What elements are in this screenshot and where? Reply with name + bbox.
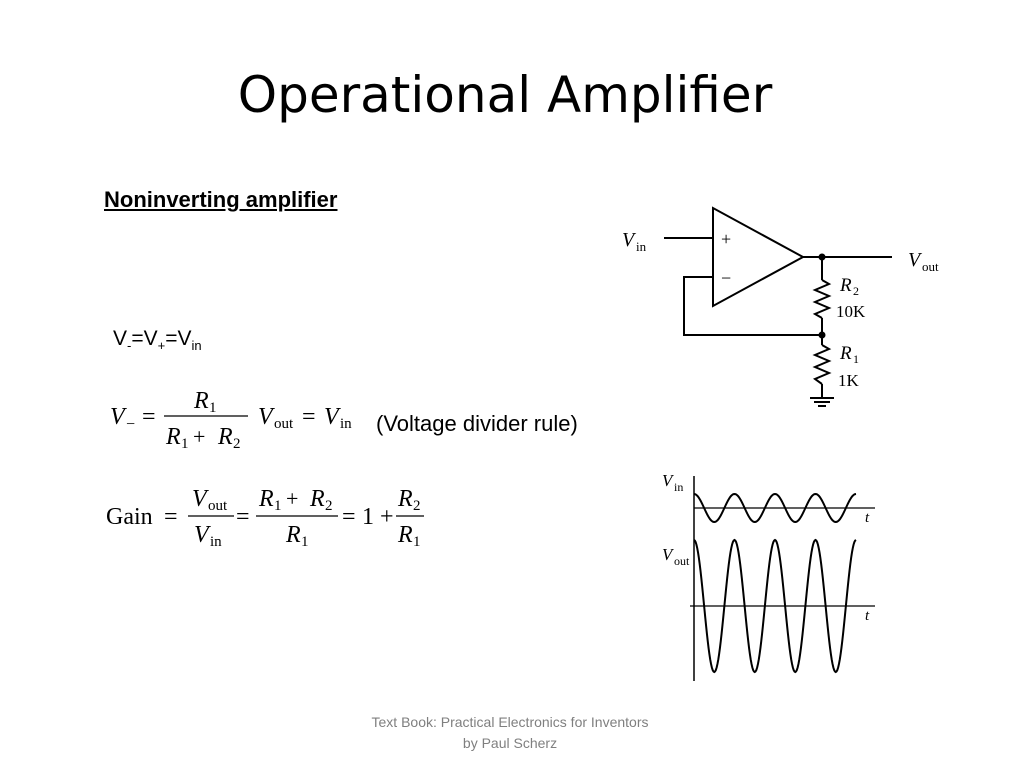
feedback-wire [683, 276, 822, 336]
section-heading: Noninverting amplifier [104, 187, 338, 212]
circuit-vout-sub: out [922, 259, 939, 274]
eq1-den-r1-sub: 1 [181, 436, 189, 452]
eq2-f1-num-sub: out [208, 498, 228, 514]
eq2-f3-num: R [397, 486, 413, 512]
circuit-vout-label: V [908, 249, 923, 271]
vout-waveform [693, 538, 857, 674]
eq2-f1-den: V [194, 522, 211, 548]
eq2-f2-num-r2: R [309, 486, 325, 512]
eq1-vout: V [258, 404, 275, 430]
eq2-f1-den-sub: in [210, 534, 222, 550]
waveform-vout-sub: out [674, 554, 690, 568]
eq1-equals: = [142, 404, 156, 430]
eq2-f3-den: R [397, 522, 413, 548]
noninverting-input-sign: + [721, 229, 731, 249]
r1-value: 1K [838, 371, 860, 390]
circuit-vin-label: V [622, 229, 637, 251]
eq2-f2-num-plus: + [286, 486, 298, 511]
eq2-f2-num-r1-sub: 1 [274, 498, 282, 514]
r1-sub: 1 [853, 352, 859, 366]
circuit-vin-sub: in [636, 239, 647, 254]
eq2-f2-num-r1: R [258, 486, 274, 512]
voltage-relation: V-=V+=Vin [113, 325, 202, 353]
eq1-den-r2: R [217, 424, 233, 450]
eq1-vout-sub: out [274, 416, 294, 432]
in-subscript: in [191, 338, 202, 353]
eq2-one-plus: 1 + [362, 504, 394, 530]
feedback-node [818, 331, 826, 339]
slide-title: Operational Amplifier [237, 66, 773, 124]
eq1-den-plus: + [193, 424, 205, 449]
op-amp-triangle [712, 206, 806, 308]
vin-waveform [693, 492, 857, 524]
r1-label: R [839, 343, 852, 364]
v-symbol: V [113, 327, 128, 350]
eq2-eq-c: = [342, 504, 356, 530]
r2-resistor [812, 279, 832, 319]
waveform-vin-label: V [662, 471, 675, 490]
waveform-vin-sub: in [674, 480, 683, 494]
eq2-f2-den-sub: 1 [301, 534, 309, 550]
vout-time-label: t [865, 608, 870, 624]
vin-time-label: t [865, 510, 870, 526]
eq1-den-r1: R [165, 424, 181, 450]
minus-subscript: - [127, 338, 132, 353]
eq1-den-r2-sub: 2 [233, 436, 241, 452]
r2-sub: 2 [853, 284, 859, 298]
eq2-f3-num-sub: 2 [413, 498, 421, 514]
eq2-f2-den: R [285, 522, 301, 548]
eq2-f1-num: V [192, 486, 209, 512]
eq1-num: R [193, 388, 209, 414]
eq1-lhs: V [110, 404, 127, 430]
footer-citation: Text Book: Practical Electronics for Inv… [371, 714, 649, 751]
eq2-f3-den-sub: 1 [413, 534, 421, 550]
eq1-lhs-sub: − [126, 416, 135, 433]
r2-label: R [839, 275, 852, 296]
eq2-f2-num-r2-sub: 2 [325, 498, 333, 514]
equation-voltage-divider: V − = R 1 R 1 + R 2 V out = V in [110, 388, 352, 452]
r2-value: 10K [836, 302, 866, 321]
equals-v-in: =V [165, 327, 192, 350]
r1-resistor [812, 344, 832, 385]
equals-v: =V [131, 327, 158, 350]
output-node [818, 253, 826, 261]
eq2-eq-b: = [236, 504, 250, 530]
voltage-divider-note: (Voltage divider rule) [376, 411, 578, 436]
eq2-eq-a: = [164, 504, 178, 530]
plus-subscript: + [157, 338, 166, 353]
eq1-num-sub: 1 [209, 400, 217, 416]
waveform-vout-label: V [662, 545, 675, 564]
eq1-vin: V [324, 404, 341, 430]
noninverting-amplifier-circuit: + − V in V out R 2 10K R 1 1K [622, 206, 939, 407]
waveforms: V in V out t t [662, 471, 875, 681]
eq1-vin-sub: in [340, 416, 352, 432]
eq2-gain: Gain [106, 504, 153, 530]
inverting-input-sign: − [721, 268, 731, 288]
eq1-equals2: = [302, 404, 316, 430]
equation-gain: Gain = V out V in = R 1 + R 2 R 1 = 1 + … [106, 486, 424, 550]
